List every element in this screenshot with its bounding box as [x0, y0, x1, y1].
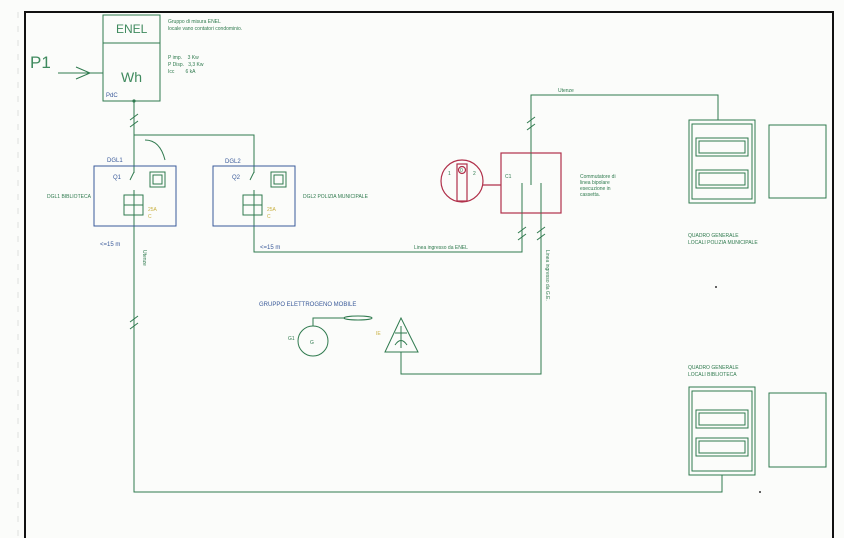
- switch-desc-3: esecuzione in: [580, 186, 611, 192]
- q2-rating: 25A: [267, 207, 277, 213]
- panel1-line1: QUADRO GENERALE: [688, 233, 739, 239]
- switch-handle-icon: [440, 159, 484, 203]
- panel-polizia-municipale: QUADRO GENERALE LOCALI POLIZIA MUNICIPAL…: [688, 119, 827, 288]
- switch-desc-2: linea bipolare: [580, 180, 610, 186]
- dgl1-distance: <=15 m: [100, 242, 120, 248]
- pos-2: 2: [473, 171, 476, 177]
- utenze-label: Utenze: [558, 88, 574, 94]
- wh-label: Wh: [121, 69, 142, 85]
- cable-plug-icon: [343, 315, 373, 321]
- ge-in-label: Linea ingresso da G.E.: [544, 250, 550, 301]
- pdc-label: PdC: [106, 93, 118, 99]
- panel2-line1: QUADRO GENERALE: [688, 365, 739, 371]
- q2-curve: C: [267, 214, 271, 220]
- q1-label: Q1: [113, 175, 122, 181]
- utenze-label-dgl1: Utenze: [141, 250, 147, 266]
- indicator-icon: [149, 171, 166, 188]
- c1-label: C1: [505, 174, 512, 180]
- enel-meter: P1 ENEL Wh PdC Gruppo di misura ENEL loc…: [30, 14, 242, 103]
- pos-0: 0: [460, 168, 463, 174]
- indicator-icon: [270, 171, 287, 188]
- mobile-generator: GRUPPO ELETTROGENO MOBILE G G1 IE: [259, 302, 419, 357]
- dgl2-breaker-box: DGL2 Q2 25A C DGL2 POLIZIA MUNICIPALE <=…: [212, 159, 369, 251]
- switch-desc-1: Commutatore di: [580, 174, 616, 180]
- socket-label: IE: [376, 331, 381, 337]
- p-imp: P imp. 3 Kw: [168, 55, 199, 61]
- breaker-switch-icon: [249, 171, 255, 181]
- p-disp: P Disp. 3,3 Kw: [168, 62, 204, 68]
- dgl1-name: DGL1 BIBLIOTECA: [47, 194, 92, 200]
- q1-curve: C: [148, 214, 152, 220]
- breaker-switch-icon: [129, 171, 135, 181]
- enel-label: ENEL: [116, 22, 148, 36]
- dgl2-label: DGL2: [225, 159, 241, 165]
- switch-desc-4: cassetta.: [580, 192, 600, 198]
- meter-desc-2: locale vano contatori condominio.: [168, 26, 242, 32]
- q2-label: Q2: [232, 175, 241, 181]
- panel-biblioteca: QUADRO GENERALE LOCALI BIBLIOTECA: [688, 365, 827, 493]
- panel2-line2: LOCALI BIBLIOTECA: [688, 372, 737, 378]
- icc: Icc 6 kA: [168, 69, 196, 75]
- dgl1-label: DGL1: [107, 158, 123, 164]
- dgl2-name: DGL2 POLIZIA MUNICIPALE: [303, 194, 369, 200]
- panel1-line2: LOCALI POLIZIA MUNICIPALE: [688, 240, 758, 246]
- enel-in-label: Linea ingresso da ENEL: [414, 245, 468, 251]
- drawing-frame: [24, 11, 834, 538]
- input-label: P1: [30, 53, 51, 72]
- arrow-icon: [75, 66, 92, 80]
- dgl2-distance: <=15 m: [260, 245, 280, 251]
- wiring: Utenze: [129, 94, 723, 493]
- generator-title: GRUPPO ELETTROGENO MOBILE: [259, 302, 356, 308]
- q1-rating: 25A: [148, 207, 158, 213]
- meter-desc-1: Gruppo di misura ENEL: [168, 19, 221, 25]
- changeover-switch: C1 1 0 2 Commutatore di linea bipolare e…: [414, 88, 616, 301]
- pos-1: 1: [448, 171, 451, 177]
- generator-symbol: G: [310, 340, 314, 346]
- generator-id: G1: [288, 336, 295, 342]
- socket-icon: [384, 316, 419, 353]
- dgl1-breaker-box: DGL1 Q1 25A C DGL1 BIBLIOTECA <=15 m: [47, 158, 177, 248]
